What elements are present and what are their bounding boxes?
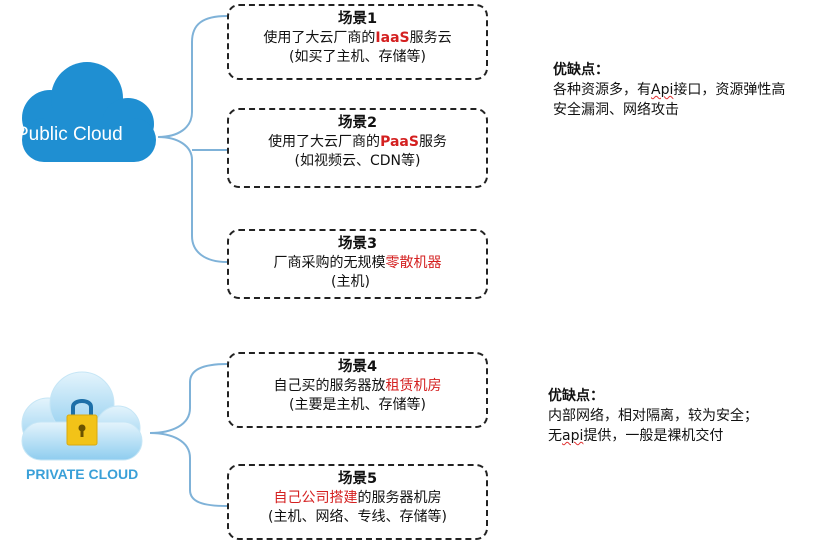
scenario-box-2: 场景2 使用了大云厂商的PaaS服务 (如视频云、CDN等): [227, 108, 488, 188]
notes-line: 各种资源多，有Api接口，资源弹性高: [553, 82, 786, 98]
notes-line: 内部网络，相对隔离，较为安全；: [548, 408, 758, 424]
notes-line: 无api提供，一般是裸机交付: [548, 428, 724, 444]
scenario-title: 场景2: [337, 115, 378, 131]
scenario-title: 场景1: [337, 11, 378, 27]
notes-title: 优缺点：: [548, 388, 604, 404]
notes-line: 安全漏洞、网络攻击: [553, 102, 679, 118]
scenario-line: 使用了大云厂商的IaaS服务云: [263, 30, 452, 46]
private-connectors: [149, 363, 228, 507]
scenario-title: 场景4: [337, 359, 378, 375]
scenario-box-3: 场景3 厂商采购的无规模零散机器 (主机): [227, 229, 488, 299]
private-cloud-icon: [21, 371, 143, 461]
public-notes: 优缺点： 各种资源多，有Api接口，资源弹性高 安全漏洞、网络攻击: [553, 60, 825, 120]
scenario-title: 场景5: [337, 471, 378, 487]
public-cloud-label: Public Cloud: [16, 124, 123, 145]
private-notes: 优缺点： 内部网络，相对隔离，较为安全； 无api提供，一般是裸机交付: [548, 386, 818, 446]
scenario-note: (主机、网络、专线、存储等): [268, 509, 447, 525]
scenario-note: (主机): [331, 274, 370, 290]
scenario-box-1: 场景1 使用了大云厂商的IaaS服务云 (如买了主机、存储等): [227, 4, 488, 80]
scenario-line: 厂商采购的无规模零散机器: [273, 255, 442, 271]
lock-icon: [66, 399, 98, 446]
public-cloud-icon: [22, 62, 156, 162]
scenario-line: 自己买的服务器放租赁机房: [273, 378, 442, 394]
scenario-line: 使用了大云厂商的PaaS服务: [268, 134, 447, 150]
public-connectors: [157, 15, 228, 263]
private-cloud-label: PRIVATE CLOUD: [26, 466, 139, 482]
notes-title: 优缺点：: [553, 62, 609, 78]
scenario-box-4: 场景4 自己买的服务器放租赁机房 (主要是主机、存储等): [227, 352, 488, 428]
scenario-note: (如视频云、CDN等): [294, 153, 421, 169]
scenario-line: 自己公司搭建的服务器机房: [273, 490, 442, 506]
scenario-note: (如买了主机、存储等): [289, 49, 426, 65]
scenario-title: 场景3: [337, 236, 378, 252]
scenario-note: (主要是主机、存储等): [289, 397, 426, 413]
scenario-box-5: 场景5 自己公司搭建的服务器机房 (主机、网络、专线、存储等): [227, 464, 488, 540]
